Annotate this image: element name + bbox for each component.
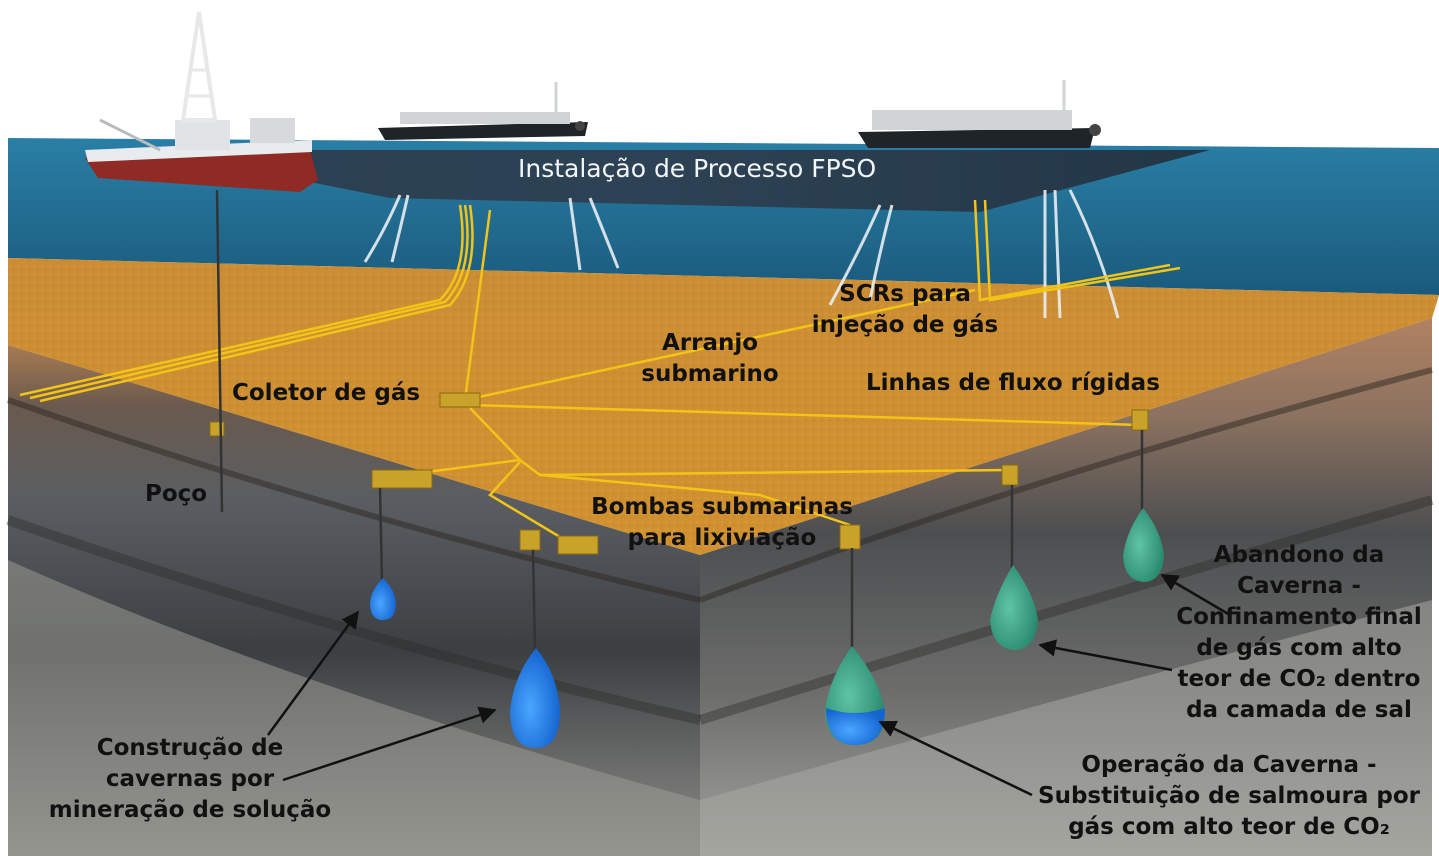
strata-line-right <box>698 367 1433 603</box>
arrow-abandono-1 <box>1160 573 1231 617</box>
salt-band-right <box>698 495 1434 725</box>
arrow-operacao <box>878 720 1033 797</box>
fpso-title: Instalação de Processo FPSO <box>518 154 877 183</box>
seabed-equipment <box>209 392 1149 555</box>
risers <box>363 189 1120 319</box>
arrow-construcao-1 <box>266 610 360 736</box>
fpso-right <box>858 80 1101 148</box>
fpso-middle <box>378 82 588 140</box>
cavern-green-right <box>1123 508 1164 582</box>
label-arranjo: Arranjo submarino <box>641 330 779 387</box>
label-construcao: Construção de cavernas por mineração de … <box>48 735 332 823</box>
drill-ship <box>85 11 318 192</box>
strata-line-left <box>7 397 701 603</box>
label-abandono: Abandono da Caverna - Confinamento final… <box>1176 542 1422 723</box>
cavern-small-blue <box>370 578 396 620</box>
label-coletor: Coletor de gás <box>232 380 421 406</box>
salt-band-left <box>6 515 702 725</box>
pipelines <box>19 199 1181 542</box>
label-poco: Poço <box>145 481 208 507</box>
cavern-operation-brine <box>826 708 885 745</box>
label-bombas: Bombas submarinas para lixiviação <box>591 494 853 551</box>
label-scrs: SCRs para injeção de gás <box>811 281 999 338</box>
arrow-abandono-2 <box>1038 639 1173 672</box>
strata-left <box>8 560 700 856</box>
fpso-plane <box>100 150 1210 212</box>
strata-right <box>700 600 1432 856</box>
well-strings <box>215 189 1144 651</box>
cavern-large-blue <box>510 648 560 748</box>
arrow-construcao-2 <box>282 706 497 782</box>
cavern-green-mid <box>990 565 1038 650</box>
label-operacao: Operação da Caverna - Substituição de sa… <box>1038 752 1420 840</box>
label-linhas: Linhas de fluxo rígidas <box>866 370 1160 396</box>
